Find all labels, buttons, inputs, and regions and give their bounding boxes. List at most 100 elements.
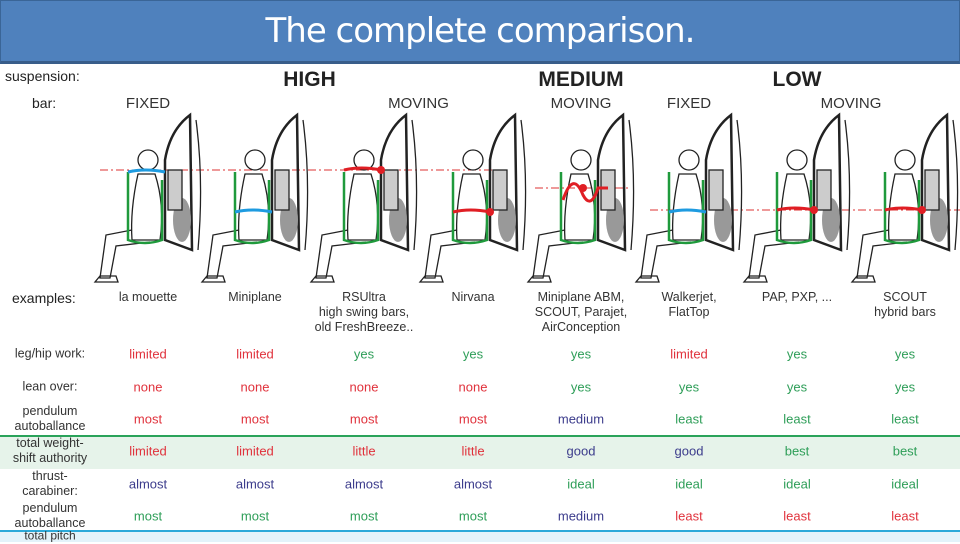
cell-value: ideal	[783, 476, 811, 492]
pilot-figure	[742, 112, 851, 283]
pilot-head	[570, 149, 592, 171]
propeller	[628, 119, 635, 251]
example-1: la mouette	[118, 290, 178, 304]
cell-value: best	[784, 443, 810, 459]
suspension-label: suspension:	[5, 68, 80, 84]
cell-value: least	[675, 508, 703, 524]
pilot-figure	[850, 112, 959, 283]
suspension-group-medium: MEDIUM	[538, 68, 624, 91]
cell-value: ideal	[567, 476, 595, 492]
cell-value: good	[674, 443, 704, 459]
cell-value: most	[349, 411, 379, 427]
cell-value: ideal	[891, 476, 919, 492]
cell-value: least	[675, 411, 703, 427]
example-7: PAP, PXP, ...	[761, 290, 833, 304]
cell-value: limited	[236, 443, 274, 459]
cell-value: yes	[570, 379, 592, 395]
harness-diagrams	[93, 112, 960, 283]
cell-value: yes	[570, 346, 592, 362]
engine	[600, 169, 616, 211]
cell-value: most	[133, 508, 163, 524]
cage-frame	[270, 112, 301, 252]
pilot-figure	[200, 112, 309, 283]
engine	[383, 169, 399, 211]
cell-value: limited	[670, 346, 708, 362]
pilot-legs	[206, 229, 258, 279]
pilot-foot	[634, 275, 660, 283]
pilot-legs	[315, 229, 367, 279]
engine	[274, 169, 290, 211]
weight-shift-bar	[127, 168, 166, 174]
example-6: Walkerjet,FlatTop	[661, 290, 717, 319]
pilot-legs	[748, 229, 800, 279]
cell-value: yes	[678, 379, 700, 395]
cage-frame	[704, 112, 735, 252]
pilot-torso	[455, 173, 488, 241]
bar-label: bar:	[32, 95, 57, 111]
pilot-head	[678, 149, 700, 171]
cell-value: yes	[786, 346, 808, 362]
slide-title: The complete comparison.	[265, 11, 696, 51]
pilot-foot	[850, 275, 876, 283]
weight-shift-bar	[668, 208, 707, 214]
pilot-head	[894, 149, 916, 171]
bar-type: MOVING	[550, 95, 612, 112]
pilot-head	[137, 149, 159, 171]
pilot-figure	[418, 112, 527, 283]
harness-straps	[451, 172, 489, 245]
cage-frame	[379, 112, 410, 252]
cage-frame	[163, 112, 194, 252]
pilot-legs	[856, 229, 908, 279]
weight-shift-bar	[452, 208, 491, 214]
cell-value: yes	[462, 346, 484, 362]
pilot-foot	[309, 275, 335, 283]
highlight-band-green	[0, 435, 960, 469]
row-label: thrust-carabiner:	[22, 469, 78, 498]
pilot-head	[244, 149, 266, 171]
harness-straps	[667, 172, 705, 245]
weight-shift-bar	[234, 208, 273, 214]
cage-frame	[812, 112, 843, 252]
suspension-group-low: LOW	[772, 68, 822, 91]
harness-straps	[775, 172, 813, 245]
row-label-cut: total pitch	[24, 528, 76, 543]
engine	[924, 169, 940, 211]
cell-value: least	[891, 411, 919, 427]
pivot-point	[486, 208, 494, 216]
pilot-foot	[742, 275, 768, 283]
propeller	[411, 119, 418, 251]
cell-value: limited	[236, 346, 274, 362]
cell-value: almost	[453, 476, 493, 492]
propeller	[520, 119, 527, 251]
harness-straps	[126, 172, 164, 245]
pilot-legs	[640, 229, 692, 279]
pivot-point	[579, 184, 587, 192]
examples-label: examples:	[12, 290, 76, 306]
pilot-legs	[424, 229, 476, 279]
pivot-point	[810, 206, 818, 214]
row-label: total weight-shift authority	[12, 436, 88, 465]
pilot-legs	[532, 229, 584, 279]
engine	[708, 169, 724, 211]
example-5: Miniplane ABM,SCOUT, Parajet,AirConcepti…	[534, 290, 628, 334]
pilot-foot	[93, 275, 119, 283]
pilot-torso	[671, 173, 704, 241]
cell-value: none	[133, 379, 163, 395]
pilot-foot	[526, 275, 552, 283]
cell-value: most	[458, 508, 488, 524]
engine	[492, 169, 508, 211]
cell-value: none	[349, 379, 379, 395]
pilot-foot	[418, 275, 444, 283]
pilot-head	[353, 149, 375, 171]
harness-straps	[342, 172, 380, 245]
cell-value: limited	[129, 443, 167, 459]
cell-value: most	[133, 411, 163, 427]
cell-value: least	[783, 508, 811, 524]
cell-value: least	[783, 411, 811, 427]
engine	[816, 169, 832, 211]
cell-value: none	[458, 379, 488, 395]
weight-shift-bar	[561, 182, 608, 203]
